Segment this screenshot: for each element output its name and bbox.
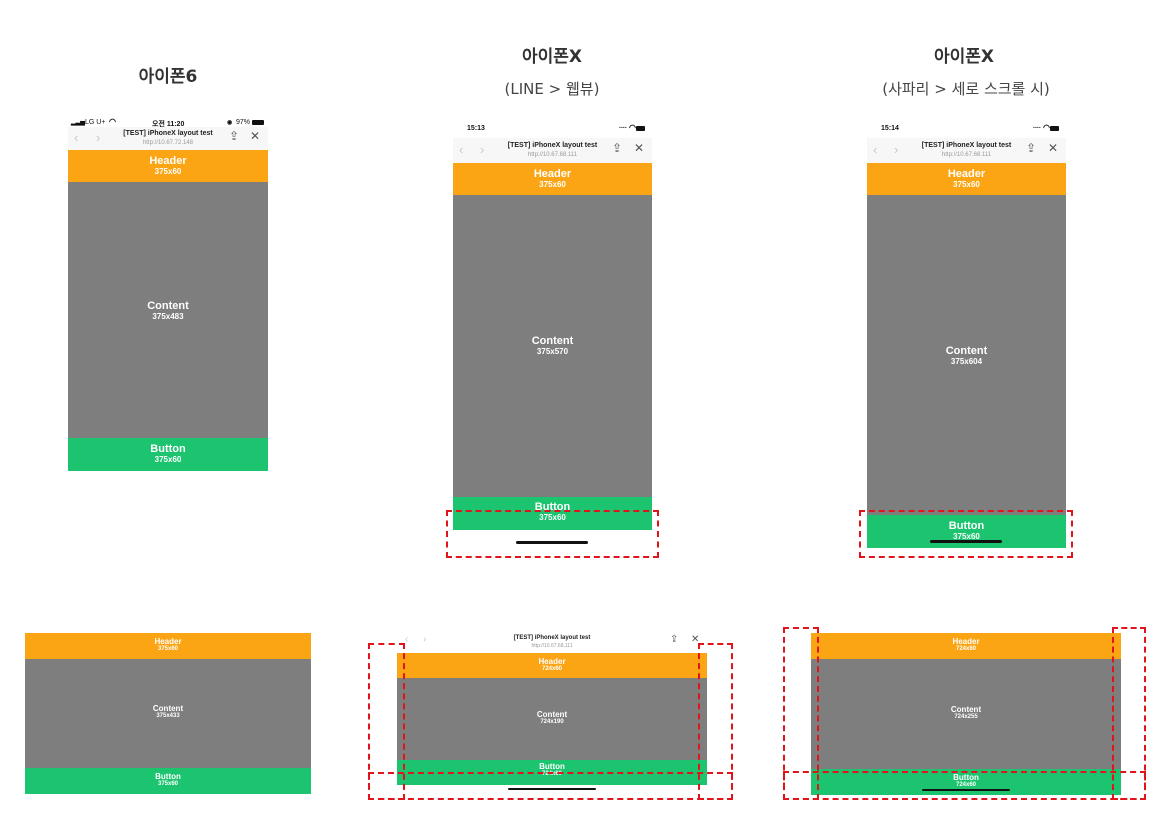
content-block: Content 375x483 [68, 182, 268, 438]
back-button[interactable]: ‹ [873, 142, 878, 157]
page-title: [TEST] iPhoneX layout test [507, 142, 598, 149]
back-button[interactable]: ‹ [74, 130, 79, 145]
header-block: Header 724x60 [397, 653, 707, 678]
alarm-icon: ◉ [227, 120, 233, 126]
bottom-inset-highlight [368, 772, 733, 800]
browser-bar: ‹ › [TEST] iPhoneX layout test http://10… [867, 138, 1066, 163]
forward-button[interactable]: › [96, 130, 101, 145]
header-block: Header 375x60 [867, 163, 1066, 195]
close-icon[interactable]: ✕ [691, 634, 700, 645]
iphone6-landscape-screen: Header 375x60 Content 375x433 Button 375… [25, 633, 311, 794]
header-block: Header 724x60 [811, 633, 1121, 659]
close-icon[interactable]: ✕ [250, 129, 261, 143]
forward-button[interactable]: › [894, 142, 899, 157]
home-indicator [922, 789, 1010, 791]
forward-button[interactable]: › [480, 142, 485, 157]
browser-bar: ‹ › [TEST] iPhoneX layout test http://10… [373, 633, 731, 653]
page-title: [TEST] iPhoneX layout test [921, 142, 1012, 149]
home-indicator [516, 541, 588, 544]
content-block: Content 375x433 [25, 659, 311, 768]
status-time: 15:13 [467, 125, 485, 132]
header-block: Header 375x60 [25, 633, 311, 659]
status-time: 오전 11:20 [152, 121, 185, 128]
page-title: [TEST] iPhoneX layout test [123, 130, 213, 137]
close-icon[interactable]: ✕ [634, 141, 645, 155]
page-title: [TEST] iPhoneX layout test [513, 635, 591, 641]
home-indicator [930, 540, 1002, 543]
status-bar: 15:14 .... ◠ [867, 118, 1066, 140]
wifi-icon: ◠ [109, 117, 116, 126]
carrier-label: LG U+ [85, 119, 106, 126]
safe-area-highlight [446, 510, 659, 558]
signal-icon: .... [619, 123, 627, 130]
safe-area-highlight [859, 510, 1073, 558]
page-url: http://10.67.68.111 [531, 643, 573, 649]
bottom-button[interactable]: Button 375x60 [453, 497, 652, 530]
back-button[interactable]: ‹ [459, 142, 464, 157]
back-button[interactable]: ‹ [405, 634, 409, 645]
browser-bar: ‹ › [TEST] iPhoneX layout test http://10… [68, 127, 268, 150]
content-block: Content 375x604 [867, 195, 1066, 515]
wifi-icon: ◠ [629, 123, 636, 132]
heading-iphonex-line: 아이폰X [521, 47, 583, 67]
browser-bar: ‹ › [TEST] iPhoneX layout test http://10… [453, 138, 652, 163]
page-url: http://10.67.68.111 [527, 152, 578, 158]
iphonex-line-landscape-screen: ‹ › [TEST] iPhoneX layout test http://10… [373, 633, 731, 798]
share-icon[interactable]: ⇪ [670, 634, 679, 645]
header-block: Header 375x60 [453, 163, 652, 195]
heading-iphonex-safari: 아이폰X [933, 47, 995, 67]
page-url: http://10.67.68.111 [941, 152, 992, 158]
bottom-button[interactable]: Button 375x60 [25, 768, 311, 794]
status-time: 15:14 [881, 125, 899, 132]
heading-iphone6: 아이폰6 [138, 67, 198, 87]
signal-icon: ▂▃▅ [71, 120, 85, 126]
iphone6-portrait-screen: ▂▃▅ LG U+ ◠ 오전 11:20 ◉ 97% ‹ › [TEST] iP… [68, 116, 268, 471]
content-block: Content 724x255 [811, 659, 1121, 769]
iphonex-safari-portrait-screen: 15:14 .... ◠ ‹ › [TEST] iPhoneX layout t… [867, 118, 1066, 548]
content-block: Content 724x190 [397, 678, 707, 760]
subheading-line-webview: (LINE > 웹뷰) [504, 80, 600, 98]
share-icon[interactable]: ⇪ [1026, 141, 1037, 155]
iphonex-safari-landscape-screen: Header 724x60 Content 724x255 Button 724… [811, 633, 1121, 795]
status-bar: 15:13 .... ◠ [453, 118, 652, 140]
iphonex-line-portrait-screen: 15:13 .... ◠ ‹ › [TEST] iPhoneX layout t… [453, 118, 652, 556]
share-icon[interactable]: ⇪ [229, 129, 240, 143]
battery-icon [252, 120, 264, 125]
battery-icon [636, 126, 645, 131]
page-url: http://10.67.72.148 [142, 140, 194, 146]
battery-label: 97% [236, 119, 251, 126]
close-icon[interactable]: ✕ [1048, 141, 1059, 155]
bottom-inset-highlight [783, 771, 1146, 800]
bottom-button[interactable]: Button 375x60 [68, 438, 268, 471]
battery-icon [1050, 126, 1059, 131]
signal-icon: .... [1033, 123, 1041, 130]
subheading-safari-scroll: (사파리 > 세로 스크롤 시) [882, 80, 1050, 98]
share-icon[interactable]: ⇪ [612, 141, 623, 155]
wifi-icon: ◠ [1043, 123, 1050, 132]
content-block: Content 375x570 [453, 195, 652, 497]
status-bar: ▂▃▅ LG U+ ◠ 오전 11:20 ◉ 97% [68, 116, 268, 130]
forward-button[interactable]: › [423, 634, 427, 645]
header-block: Header 375x60 [68, 150, 268, 182]
home-indicator [508, 788, 596, 790]
